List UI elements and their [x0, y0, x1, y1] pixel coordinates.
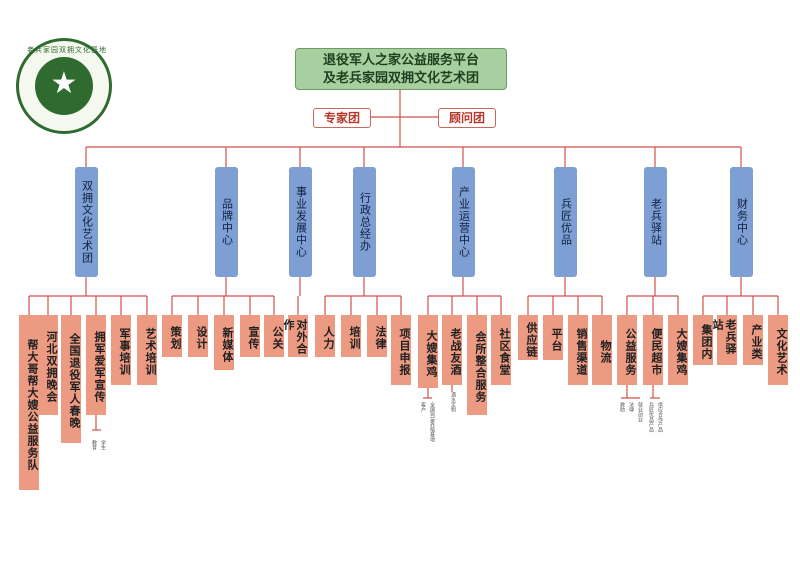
- unit-box: 集团内: [693, 315, 713, 365]
- unit-box: 新媒体: [214, 315, 234, 370]
- department-box: 品牌中心: [215, 167, 238, 277]
- sub-note: 供应合作产品: [657, 402, 663, 432]
- unit-box: 社区食堂: [491, 315, 511, 385]
- department-box: 兵匠优品: [554, 167, 577, 277]
- unit-box: 宣传: [240, 315, 260, 357]
- unit-box: 对外合作: [282, 315, 308, 357]
- unit-box: 平台: [543, 315, 563, 360]
- unit-box: 大嫂集鸡: [668, 315, 688, 385]
- advisor-group-box: 顾问团: [438, 108, 496, 128]
- department-box: 财务中心: [730, 167, 753, 277]
- unit-box: 培训: [341, 315, 361, 357]
- unit-box: 全国退役军人春晚: [61, 315, 81, 443]
- expert-group-box: 专家团: [313, 108, 371, 128]
- unit-box: 拥军爱军宣传: [86, 315, 106, 415]
- sub-note: 法律: [628, 402, 634, 412]
- unit-box: 便民超市: [643, 315, 663, 385]
- star-icon: ★: [50, 66, 78, 101]
- org-title-line2: 及老兵家园双拥文化艺术团: [322, 71, 479, 86]
- unit-box: 会所整合服务: [467, 315, 487, 415]
- unit-box: 策划: [162, 315, 182, 357]
- unit-box: 物流: [592, 315, 612, 385]
- sub-note: 就业创业: [637, 402, 643, 422]
- unit-box: 设计: [188, 315, 208, 357]
- unit-box: 公关: [264, 315, 284, 357]
- unit-box: 帮大哥帮大嫂公益服务队: [19, 315, 39, 490]
- sub-note: 教育: [91, 440, 97, 450]
- sub-note: 客户: [420, 402, 426, 412]
- unit-box: 人力: [315, 315, 335, 357]
- unit-box: 文化艺术: [768, 315, 788, 385]
- org-title-line1: 退役军人之家公益服务平台: [322, 53, 479, 68]
- department-box: 产业运营中心: [452, 167, 475, 277]
- department-box: 行政总经办: [353, 167, 376, 277]
- unit-box: 河北双拥晚会: [38, 315, 58, 415]
- unit-box: 法律: [367, 315, 387, 357]
- unit-box: 项目申报: [391, 315, 411, 385]
- logo: 老兵家园双拥文化基地 ★: [16, 38, 112, 134]
- unit-box: 供应链: [518, 315, 538, 360]
- logo-inner: ★: [35, 57, 93, 115]
- org-title: 退役军人之家公益服务平台 及老兵家园双拥文化艺术团: [295, 48, 507, 90]
- unit-box: 公益服务: [617, 315, 637, 385]
- sub-note: 救助: [619, 402, 625, 412]
- logo-text: 老兵家园双拥文化基地: [27, 46, 107, 54]
- unit-box: 老兵驿站: [711, 315, 737, 365]
- sub-note: 全国鸡苗养殖基地: [429, 402, 435, 442]
- sub-note: 酒水定制: [450, 392, 456, 412]
- sub-note: 兵匠优品产品: [648, 402, 654, 432]
- unit-box: 销售渠道: [568, 315, 588, 385]
- sub-note: 学生: [100, 440, 106, 450]
- unit-box: 艺术培训: [137, 315, 157, 385]
- unit-box: 产业类: [743, 315, 763, 365]
- department-box: 双拥文化艺术团: [75, 167, 98, 277]
- unit-box: 老战友酒: [442, 315, 462, 385]
- department-box: 老兵驿站: [644, 167, 667, 277]
- department-box: 事业发展中心: [289, 167, 312, 277]
- unit-box: 军事培训: [111, 315, 131, 385]
- unit-box: 大嫂集鸡: [418, 315, 438, 388]
